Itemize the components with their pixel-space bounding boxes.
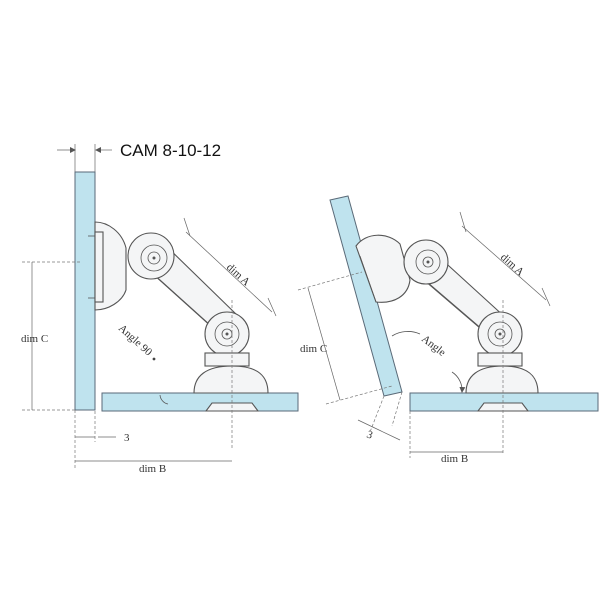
right-angle-arc-bottom bbox=[451, 371, 466, 393]
left-base-neck bbox=[204, 352, 250, 367]
right-upper-joint bbox=[403, 239, 449, 285]
right-view: dim A dim C 3 dim B Angle bbox=[297, 195, 599, 465]
left-angle-dot bbox=[152, 357, 156, 361]
right-gap-label: 3 bbox=[365, 429, 375, 442]
left-angle-arc bbox=[159, 394, 169, 405]
product-title: CAM 8-10-12 bbox=[120, 141, 221, 160]
title-dimension-marker bbox=[57, 144, 112, 172]
left-view: dim A dim C 3 dim B Angle 90 bbox=[21, 171, 299, 475]
left-base-cup bbox=[193, 365, 269, 394]
left-angle-label: Angle 90 bbox=[116, 322, 155, 358]
right-dim-a-label: dim A bbox=[498, 251, 526, 278]
right-wall-cup bbox=[355, 234, 411, 303]
left-vertical-glass-panel bbox=[74, 171, 96, 411]
left-horizontal-glass-panel bbox=[101, 392, 299, 412]
left-wall-cup-plate bbox=[94, 231, 104, 303]
left-dim-c-label: dim C bbox=[21, 333, 48, 345]
right-dim-c-line bbox=[307, 287, 341, 401]
left-dim-a-label: dim A bbox=[224, 261, 252, 288]
left-dim-b-label: dim B bbox=[139, 463, 166, 475]
right-dim-a-line bbox=[461, 225, 547, 301]
right-base-neck bbox=[477, 352, 523, 367]
left-gap-label: 3 bbox=[124, 432, 130, 444]
right-angle-label: Angle bbox=[419, 333, 448, 359]
right-angle-arc-top bbox=[391, 331, 421, 337]
right-dim-c-label: dim C bbox=[300, 343, 327, 355]
left-dim-a-line bbox=[185, 231, 273, 313]
right-dim-b-label: dim B bbox=[441, 453, 468, 465]
right-base-cup bbox=[465, 365, 539, 394]
